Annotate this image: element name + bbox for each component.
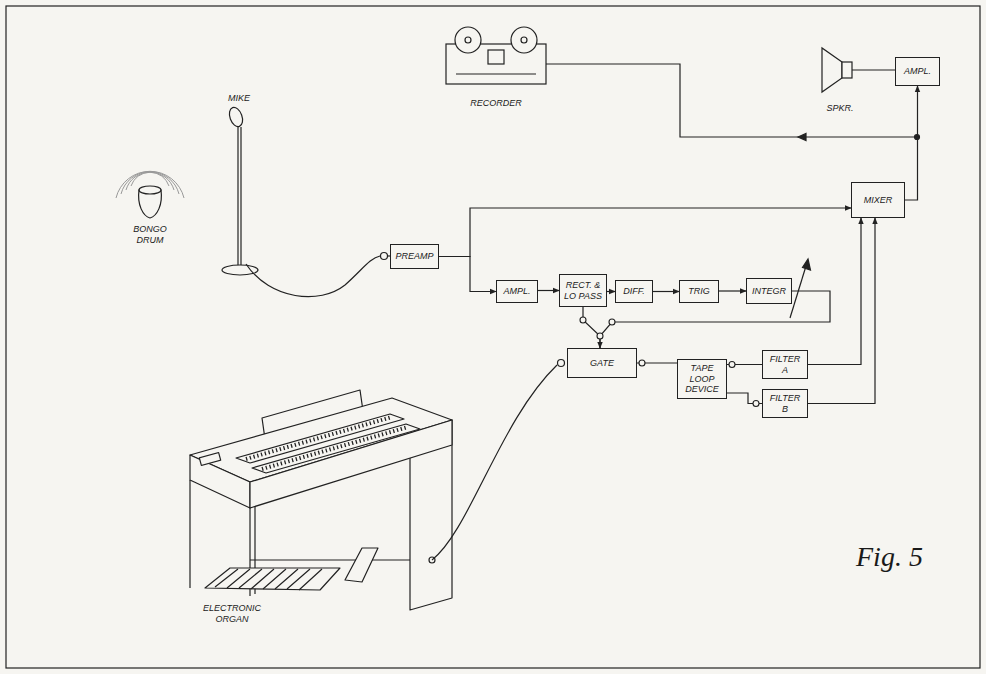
mixer-box: MIXER [851, 182, 905, 218]
signal-wire [808, 218, 861, 365]
mike-head [227, 106, 245, 129]
input-jack [558, 360, 565, 367]
bongo-drum [139, 186, 162, 218]
mike-stand [240, 127, 241, 266]
speaker-magnet [842, 62, 852, 78]
switch-pivot [597, 333, 603, 339]
mike-stand [237, 127, 238, 266]
port-circle [753, 401, 759, 407]
pedalboard [205, 568, 340, 590]
reel-hub [465, 37, 471, 43]
input-jack [381, 253, 388, 260]
signal-wire [538, 290, 559, 291]
process-box: INTEGR [746, 278, 792, 304]
process-box: PREAMP [390, 244, 439, 269]
organ-leg [189, 480, 190, 588]
filter-box: FILTER A [762, 350, 808, 379]
sound-arc [116, 171, 184, 198]
box-text: RECT. & LO PASS [563, 280, 603, 301]
signal-wire [653, 291, 679, 292]
box-text: GATE [590, 358, 614, 368]
arrow-shaft [790, 266, 806, 318]
mike-base [222, 265, 258, 275]
box-text: INTEGR [752, 286, 786, 296]
microphone [222, 106, 390, 297]
reel-hub [521, 37, 527, 43]
recorder-window [488, 50, 504, 64]
recorder-wire [546, 64, 920, 141]
electronic-organ [190, 360, 565, 611]
box-text: FILTER B [766, 393, 804, 414]
box-text: MIXER [864, 195, 893, 205]
speaker-cone [822, 48, 842, 92]
sound-waves [116, 171, 184, 198]
process-box: TAPE LOOP DEVICE [677, 359, 727, 399]
wire [546, 64, 917, 137]
variable-arrow [790, 259, 811, 318]
part-label: SPKR. [820, 103, 860, 114]
box-text: TAPE LOOP DEVICE [681, 363, 723, 394]
part-label: RECORDER [466, 98, 526, 109]
filter-box: FILTER B [762, 389, 808, 418]
signal-wire [607, 291, 615, 292]
amplifier-box: AMPL. [895, 57, 940, 86]
organ-cable [432, 365, 557, 560]
gate-box: GATE [567, 348, 637, 378]
signal-wire [439, 257, 496, 292]
box-text: AMPL. [904, 66, 931, 76]
drum-head [139, 186, 161, 194]
pedal-keys [215, 569, 322, 590]
figure-number: Fig. 5 [856, 540, 946, 574]
part-label: BONGO DRUM [124, 224, 176, 246]
tape-reel [455, 27, 481, 53]
switch-contact [609, 319, 615, 325]
tape-reel [511, 27, 537, 53]
control-panel [199, 453, 220, 466]
switch-contact [580, 317, 586, 323]
part-label: ELECTRONIC ORGAN [192, 603, 272, 625]
port-circle [729, 362, 735, 368]
signal-wire [439, 208, 851, 257]
tape-path [456, 73, 536, 74]
expression-pedal [345, 548, 378, 582]
signal-wire [808, 218, 875, 404]
tape-recorder [446, 27, 546, 84]
sound-arc [121, 172, 179, 194]
box-text: TRIG [688, 286, 710, 296]
amplifier-box: AMPL. [496, 280, 538, 303]
part-label: MIKE [222, 93, 256, 104]
process-box: DIFF. [615, 280, 653, 303]
port-circle [639, 360, 645, 366]
loudspeaker [822, 48, 895, 92]
process-box: RECT. & LO PASS [559, 274, 607, 307]
signal-wire [719, 290, 746, 291]
arrowhead [798, 134, 806, 141]
keys [262, 427, 408, 469]
arrowhead [803, 259, 811, 270]
box-text: DIFF. [623, 286, 644, 296]
mike-cable [246, 256, 380, 297]
box-text: FILTER A [766, 354, 804, 375]
page-frame [6, 6, 980, 668]
signal-wire [583, 307, 600, 348]
side-panel [190, 455, 250, 508]
signal-wire [905, 86, 918, 200]
stretcher-bar [250, 559, 410, 560]
box-text: PREAMP [395, 251, 433, 261]
box-text: AMPL. [503, 286, 530, 296]
process-box: TRIG [679, 280, 719, 303]
wire [852, 69, 895, 70]
